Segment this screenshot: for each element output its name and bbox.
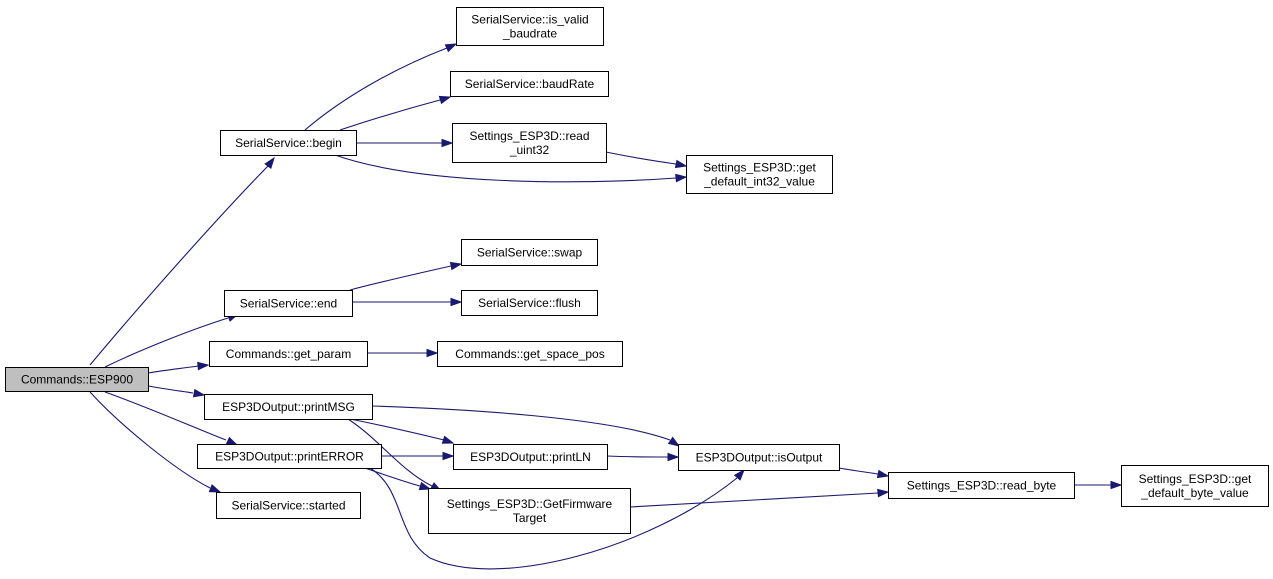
node-get_default_int32[interactable]: Settings_ESP3D::get_default_int32_value [686, 155, 833, 194]
edge-printERROR-to-printLN [381, 451, 455, 461]
edge-printERROR-to-isOutput [369, 467, 745, 570]
edge-end-to-flush [352, 297, 463, 307]
edge-isOutput-to-read_byte [838, 467, 890, 479]
node-is_valid[interactable]: SerialService::is_valid_baudrate [456, 7, 604, 46]
node-label: ESP3DOutput::printERROR [215, 450, 364, 464]
node-label: SerialService::swap [477, 246, 583, 260]
node-label: Target [513, 511, 547, 525]
node-label: Settings_ESP3D::read_byte [907, 479, 1057, 493]
node-label: ESP3DOutput::printLN [470, 450, 591, 464]
edge-read_uint32-to-get_default_int32 [605, 151, 688, 169]
node-printERROR[interactable]: ESP3DOutput::printERROR [197, 444, 382, 469]
edge-esp900-to-started [89, 391, 222, 493]
node-label: Commands::get_space_pos [455, 347, 604, 361]
edge-begin-to-is_valid [304, 43, 458, 131]
node-label: Commands::ESP900 [21, 373, 133, 387]
edge-printLN-to-isOutput [606, 452, 680, 462]
edge-esp900-to-printMSG [147, 385, 206, 398]
edge-printERROR-to-GetFirmwareTarget [364, 467, 432, 491]
node-read_uint32[interactable]: Settings_ESP3D::read_uint32 [452, 123, 607, 163]
node-label: Settings_ESP3D::GetFirmware [447, 497, 613, 511]
node-label: Commands::get_param [226, 347, 351, 361]
edge-get_param-to-get_space_pos [367, 348, 439, 358]
node-label: SerialService::is_valid [471, 13, 588, 27]
node-get_param[interactable]: Commands::get_param [209, 341, 368, 367]
node-esp900[interactable]: Commands::ESP900 [5, 367, 149, 392]
node-label: SerialService::flush [478, 296, 581, 310]
edge-begin-to-get_default_int32 [334, 154, 688, 183]
node-read_byte[interactable]: Settings_ESP3D::read_byte [888, 472, 1075, 499]
edge-begin-to-read_uint32 [356, 138, 454, 148]
edge-esp900-to-get_param [147, 361, 210, 374]
node-label: SerialService::end [240, 297, 337, 311]
node-swap[interactable]: SerialService::swap [461, 239, 598, 266]
node-isOutput[interactable]: ESP3DOutput::isOutput [678, 444, 840, 471]
node-label: SerialService::baudRate [465, 77, 595, 91]
node-end[interactable]: SerialService::end [224, 290, 353, 317]
edge-end-to-swap [349, 261, 463, 291]
node-label: SerialService::begin [235, 136, 342, 150]
node-label: Settings_ESP3D::get [1139, 472, 1252, 486]
node-printMSG[interactable]: ESP3DOutput::printMSG [204, 394, 373, 420]
edge-read_byte-to-get_default_byte [1074, 480, 1123, 490]
call-nodes: Commands::ESP900SerialService::beginSeri… [5, 7, 1269, 534]
edge-GetFirmwareTarget-to-read_byte [629, 488, 890, 508]
node-printLN[interactable]: ESP3DOutput::printLN [453, 444, 608, 470]
node-label: Settings_ESP3D::get [703, 161, 816, 175]
node-baudRate[interactable]: SerialService::baudRate [450, 71, 609, 97]
node-label: ESP3DOutput::isOutput [696, 451, 823, 465]
node-started[interactable]: SerialService::started [216, 492, 361, 519]
edge-printMSG-to-printLN [349, 418, 455, 444]
node-get_default_byte[interactable]: Settings_ESP3D::get_default_byte_value [1121, 465, 1269, 507]
edge-begin-to-baudRate [339, 95, 452, 131]
node-get_space_pos[interactable]: Commands::get_space_pos [437, 341, 623, 367]
node-label: _default_byte_value [1140, 486, 1249, 500]
node-label: SerialService::started [231, 499, 345, 513]
node-label: _uint32 [509, 143, 550, 157]
node-flush[interactable]: SerialService::flush [461, 290, 598, 316]
node-label: Settings_ESP3D::read [469, 129, 589, 143]
node-label: ESP3DOutput::printMSG [222, 400, 355, 414]
node-label: _baudrate [502, 27, 557, 41]
call-edges [89, 43, 1123, 570]
node-label: _default_int32_value [703, 175, 815, 189]
edge-printMSG-to-isOutput [371, 405, 681, 447]
node-begin[interactable]: SerialService::begin [220, 130, 357, 156]
edge-esp900-to-begin [89, 156, 275, 366]
